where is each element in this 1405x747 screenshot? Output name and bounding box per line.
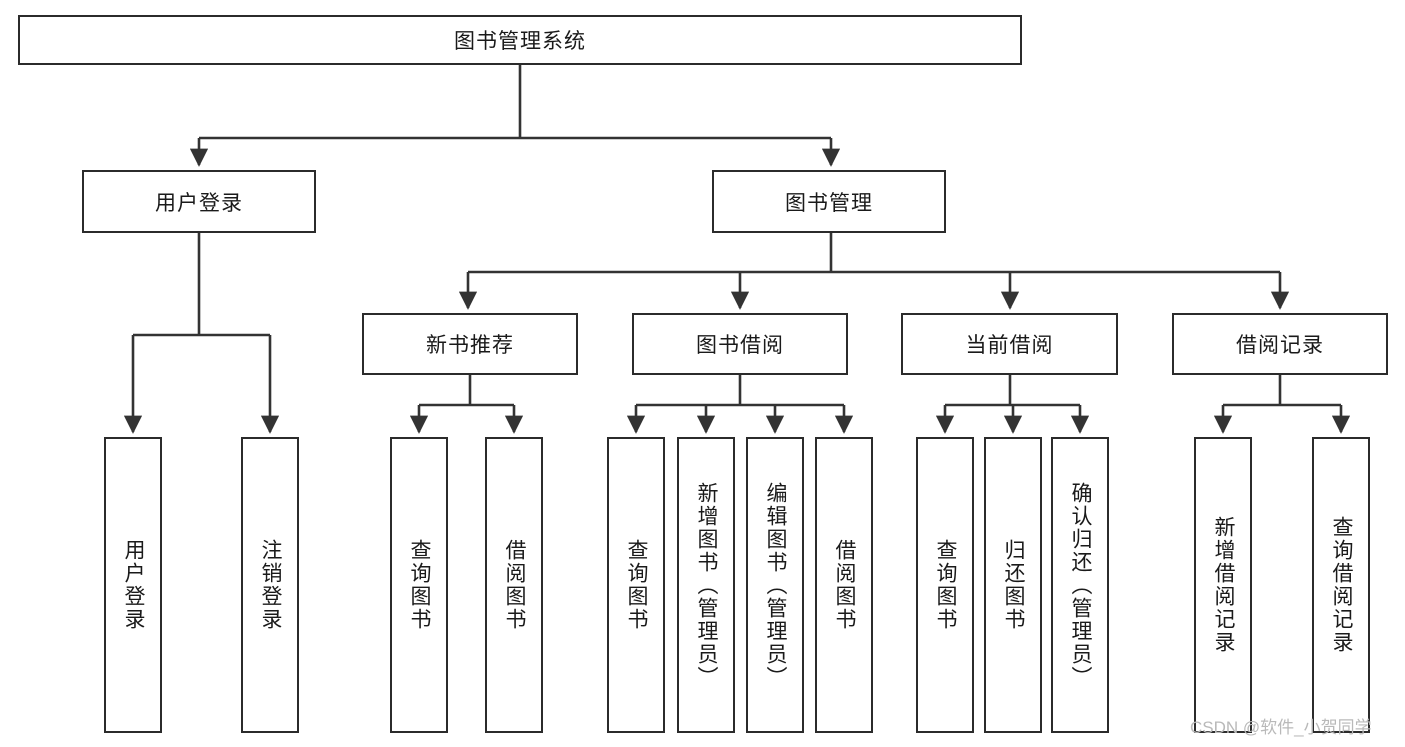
node-leaf-newbook-borrow[interactable]: 借阅图书	[485, 437, 543, 733]
node-leaf-borrow-edit-book-label: 编辑图书（管理员）	[764, 481, 788, 689]
node-leaf-borrow-borrow-book-label: 借阅图书	[833, 539, 857, 631]
node-leaf-borrow-query[interactable]: 查询图书	[607, 437, 665, 733]
node-leaf-borrow-edit-book[interactable]: 编辑图书（管理员）	[746, 437, 804, 733]
node-leaf-record-add-label: 新增借阅记录	[1212, 516, 1236, 654]
node-root[interactable]: 图书管理系统	[18, 15, 1022, 65]
node-leaf-current-return[interactable]: 归还图书	[984, 437, 1042, 733]
node-user-login-label: 用户登录	[155, 191, 243, 215]
node-leaf-record-query[interactable]: 查询借阅记录	[1312, 437, 1370, 733]
node-leaf-current-confirm-return-label: 确认归还（管理员）	[1069, 481, 1093, 689]
watermark: CSDN @软件_小贺同学	[1190, 718, 1372, 737]
node-leaf-newbook-query-label: 查询图书	[408, 539, 432, 631]
node-leaf-borrow-add-book[interactable]: 新增图书（管理员）	[677, 437, 735, 733]
node-leaf-borrow-add-book-label: 新增图书（管理员）	[695, 481, 719, 689]
node-current-borrow[interactable]: 当前借阅	[901, 313, 1118, 375]
node-leaf-record-query-label: 查询借阅记录	[1330, 516, 1354, 654]
node-borrow-record-label: 借阅记录	[1236, 334, 1324, 357]
node-leaf-newbook-borrow-label: 借阅图书	[503, 539, 527, 631]
node-leaf-current-return-label: 归还图书	[1002, 539, 1026, 631]
node-book-borrow-label: 图书借阅	[696, 334, 784, 357]
node-leaf-borrow-query-label: 查询图书	[625, 539, 649, 631]
node-leaf-current-confirm-return[interactable]: 确认归还（管理员）	[1051, 437, 1109, 733]
node-root-label: 图书管理系统	[454, 30, 586, 53]
node-leaf-user-login-label: 用户登录	[122, 539, 146, 631]
node-leaf-record-add[interactable]: 新增借阅记录	[1194, 437, 1252, 733]
node-borrow-record[interactable]: 借阅记录	[1172, 313, 1388, 375]
node-current-borrow-label: 当前借阅	[965, 334, 1054, 357]
node-leaf-logout-label: 注销登录	[259, 539, 283, 631]
node-leaf-logout[interactable]: 注销登录	[241, 437, 299, 733]
node-leaf-current-query-label: 查询图书	[934, 539, 958, 631]
node-leaf-current-query[interactable]: 查询图书	[916, 437, 974, 733]
node-book-management-label: 图书管理	[785, 191, 873, 215]
node-new-book-recommend-label: 新书推荐	[426, 334, 514, 357]
node-new-book-recommend[interactable]: 新书推荐	[362, 313, 578, 375]
node-book-borrow[interactable]: 图书借阅	[632, 313, 848, 375]
node-leaf-newbook-query[interactable]: 查询图书	[390, 437, 448, 733]
node-leaf-user-login[interactable]: 用户登录	[104, 437, 162, 733]
node-book-management[interactable]: 图书管理	[712, 170, 946, 233]
node-user-login[interactable]: 用户登录	[82, 170, 316, 233]
node-leaf-borrow-borrow-book[interactable]: 借阅图书	[815, 437, 873, 733]
